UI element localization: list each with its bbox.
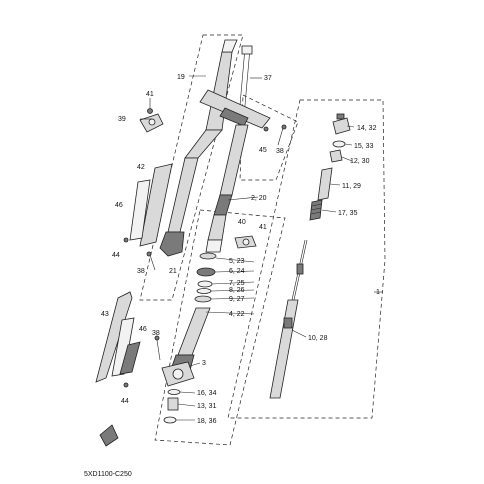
callout-19: 19	[177, 74, 185, 81]
bolt-38-mid	[146, 251, 156, 271]
callout-39: 39	[118, 116, 126, 123]
callout-21: 21	[169, 268, 177, 275]
o-ring-15-33	[332, 140, 346, 148]
leader-lines	[140, 75, 383, 421]
callout-4-22: 4, 22	[229, 311, 245, 318]
callout-7-25: 7, 25	[229, 280, 245, 287]
diagram-code: 5XD1100-C250	[84, 471, 132, 478]
axle-holder-3	[161, 361, 195, 387]
callout-38-mid: 38	[137, 268, 145, 275]
bolt-38-top	[277, 124, 287, 146]
nut-12-30	[329, 149, 343, 163]
spring-17-35	[309, 199, 323, 221]
callout-10-28: 10, 28	[308, 335, 328, 342]
protector-piece	[99, 424, 119, 447]
bolt-45	[263, 126, 269, 132]
bushing-9-27	[194, 295, 212, 303]
ring-8-26	[196, 288, 212, 294]
callout-6-24: 6, 24	[229, 268, 245, 275]
clamp-39	[139, 113, 164, 133]
callout-1: 1	[376, 289, 380, 296]
callout-16-34: 16, 34	[197, 390, 217, 397]
callout-8-26: 8, 26	[229, 287, 245, 294]
washer-16-34	[167, 389, 181, 395]
damper-group-outline	[227, 99, 386, 419]
callout-12-30: 12, 30	[350, 158, 370, 165]
seal-6-24	[196, 267, 216, 277]
callout-46-lower: 46	[139, 326, 147, 333]
callout-42: 42	[137, 164, 145, 171]
fork-guard-lower	[95, 291, 141, 388]
callout-37: 37	[264, 75, 272, 82]
washer-7-25	[197, 280, 213, 288]
right-fork-upper-tube	[205, 124, 249, 253]
cap-bolt-14-32	[332, 113, 351, 135]
right-fork-group-outline	[154, 209, 286, 446]
callout-41-mid: 41	[259, 224, 267, 231]
damper-rod-10-28	[269, 239, 308, 399]
bracket-40	[234, 235, 257, 249]
ring-5-23	[199, 252, 217, 260]
fork-guard-upper	[123, 163, 173, 247]
callout-2-20: 2, 20	[251, 195, 267, 202]
callout-17-35: 17, 35	[338, 210, 358, 217]
callout-14-32: 14, 32	[357, 125, 377, 132]
callout-41-top: 41	[146, 91, 154, 98]
callout-44-lower: 44	[121, 398, 129, 405]
callout-38-top: 38	[276, 148, 284, 155]
callout-44-top: 44	[112, 252, 120, 259]
callout-40: 40	[238, 219, 246, 226]
left-fork-outer-tube	[159, 39, 238, 257]
callout-46-top: 46	[115, 202, 123, 209]
callout-45: 45	[259, 147, 267, 154]
callout-13-31: 13, 31	[197, 403, 217, 410]
callout-5-23: 5, 23	[229, 258, 245, 265]
washer-18-36	[163, 416, 177, 424]
callout-38-lower: 38	[152, 330, 160, 337]
callout-9-27: 9, 27	[229, 296, 245, 303]
bolt-41-top	[147, 98, 153, 114]
tube-11-29	[317, 167, 333, 201]
callout-15-33: 15, 33	[354, 143, 374, 150]
bolt-38-lower	[154, 335, 161, 361]
spring-13-31	[167, 397, 179, 411]
inner-tube-group-outline	[239, 94, 299, 181]
callout-3: 3	[202, 360, 206, 367]
callout-43: 43	[101, 311, 109, 318]
callout-11-29: 11, 29	[342, 183, 361, 190]
callout-18-36: 18, 36	[197, 418, 217, 425]
